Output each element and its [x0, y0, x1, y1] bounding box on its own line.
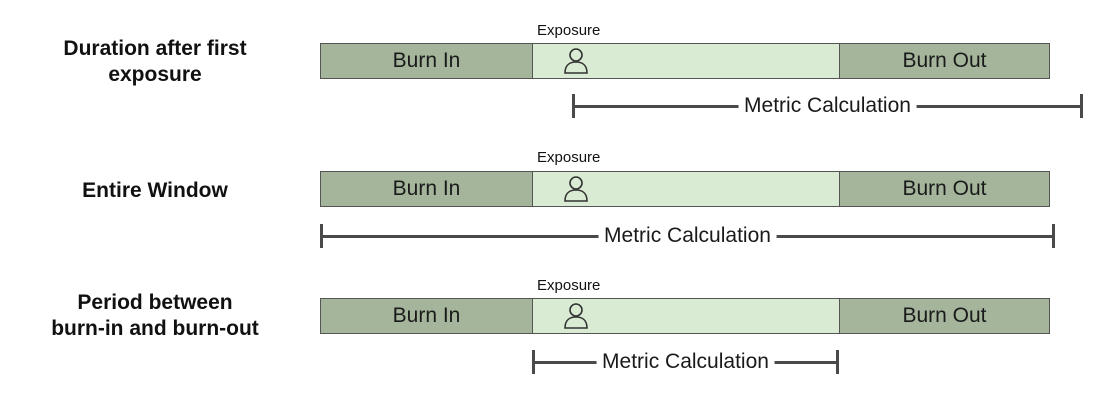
- row-label-line: Entire Window: [82, 179, 228, 202]
- metric-cap-start: [572, 94, 575, 118]
- person-icon: [564, 303, 588, 329]
- burn-in-segment: Burn In: [321, 44, 533, 78]
- row-duration-after-first-exposure: Duration after first exposure Exposure B…: [0, 0, 1104, 120]
- burn-out-segment: Burn Out: [840, 299, 1049, 333]
- metric-cap-start: [532, 350, 535, 374]
- timeline-bar: Burn In Burn Out: [320, 298, 1050, 334]
- exposure-segment: [533, 172, 840, 206]
- exposure-segment: [533, 44, 840, 78]
- row-period-between-burn-in-and-burn-out: Period between burn-in and burn-out Expo…: [0, 0, 1104, 374]
- metric-calculation-span: Metric Calculation: [532, 350, 839, 374]
- row-label: Duration after first exposure: [10, 36, 300, 88]
- exposure-label: Exposure: [537, 277, 601, 294]
- row-entire-window: Entire Window Exposure Burn In Burn Out …: [0, 0, 1104, 248]
- row-label-line: burn-in and burn-out: [51, 317, 259, 340]
- timeline-bar: Burn In Burn Out: [320, 43, 1050, 79]
- metric-label: Metric Calculation: [738, 94, 917, 118]
- metric-cap-start: [320, 224, 323, 248]
- burn-in-segment: Burn In: [321, 299, 533, 333]
- metric-cap-end: [1052, 224, 1055, 248]
- exposure-segment: [533, 299, 840, 333]
- metric-calculation-span: Metric Calculation: [572, 94, 1083, 118]
- metric-label: Metric Calculation: [598, 224, 777, 248]
- person-icon: [564, 48, 588, 74]
- metric-cap-end: [836, 350, 839, 374]
- person-icon: [564, 176, 588, 202]
- row-label-line: Period between: [77, 291, 233, 314]
- row-label: Entire Window: [10, 178, 300, 204]
- metric-calculation-span: Metric Calculation: [320, 224, 1055, 248]
- metric-label: Metric Calculation: [596, 350, 775, 374]
- metric-cap-end: [1080, 94, 1083, 118]
- exposure-label: Exposure: [537, 22, 601, 39]
- exposure-label: Exposure: [537, 149, 601, 166]
- burn-out-segment: Burn Out: [840, 172, 1049, 206]
- timeline-bar: Burn In Burn Out: [320, 171, 1050, 207]
- burn-in-segment: Burn In: [321, 172, 533, 206]
- row-label-line: exposure: [108, 63, 202, 86]
- burn-out-segment: Burn Out: [840, 44, 1049, 78]
- row-label: Period between burn-in and burn-out: [10, 290, 300, 342]
- row-label-line: Duration after first: [63, 37, 247, 60]
